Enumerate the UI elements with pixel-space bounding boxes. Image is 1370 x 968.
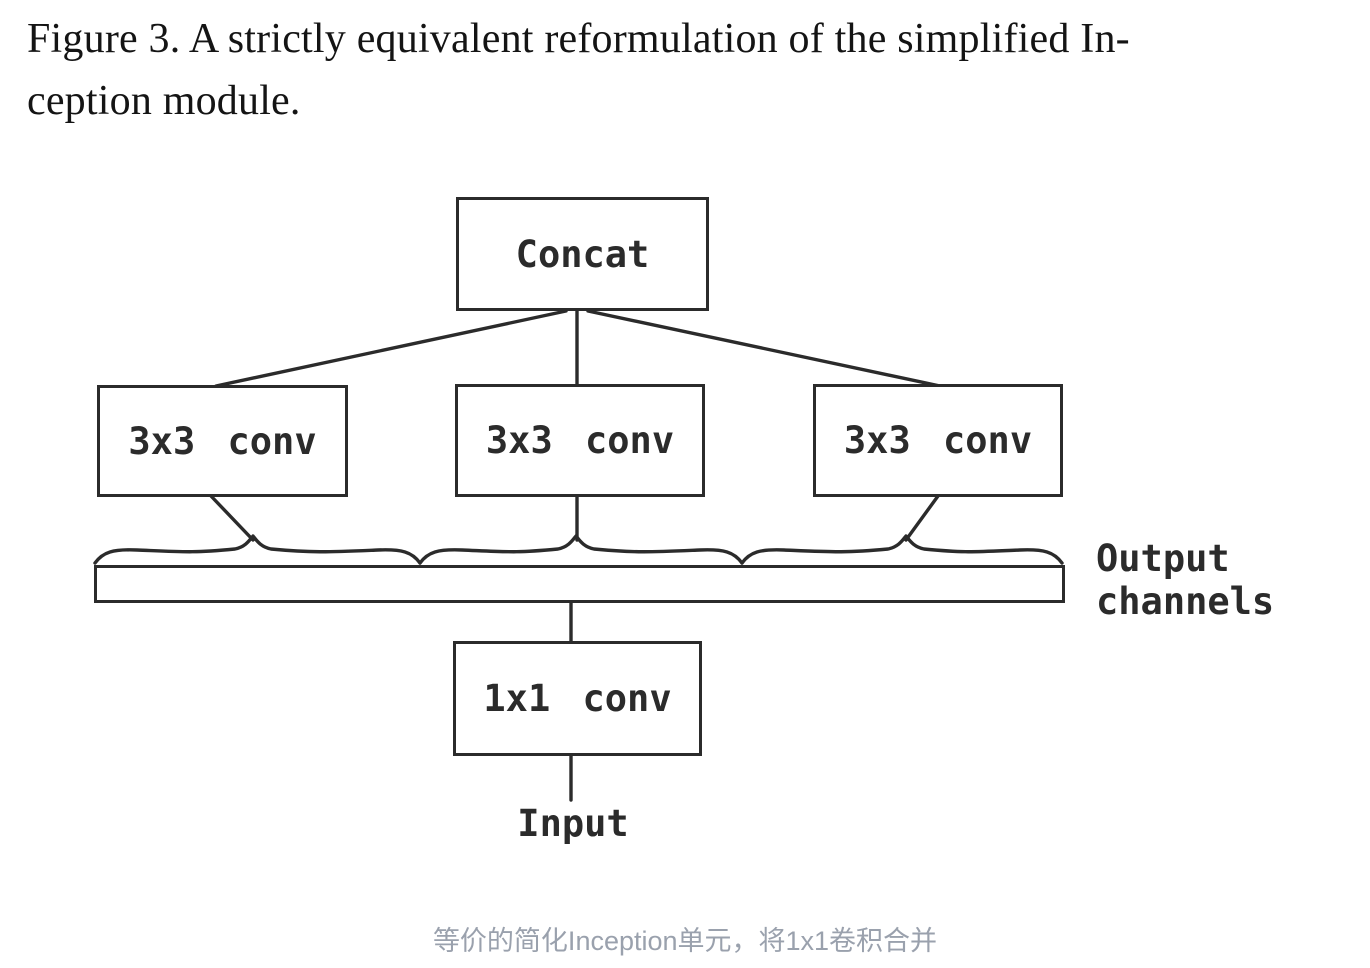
output-channels-label: Output channels bbox=[1096, 537, 1274, 623]
figure-caption-line-2: ception module. bbox=[27, 78, 301, 124]
edge-concat-to-right-conv bbox=[586, 309, 942, 388]
brace-right-segment bbox=[740, 534, 1064, 565]
conv3x3-node-left-label: 3x3 conv bbox=[128, 419, 317, 463]
figure-caption: Figure 3. A strictly equivalent reformul… bbox=[27, 8, 1362, 132]
concat-node-label: Concat bbox=[515, 232, 650, 276]
conv3x3-node-left: 3x3 conv bbox=[97, 385, 348, 497]
input-label: Input bbox=[517, 802, 629, 845]
output-channels-bar bbox=[94, 565, 1065, 603]
output-channels-label-line-1: Output bbox=[1096, 537, 1230, 580]
edge-right-conv-to-brace bbox=[904, 494, 940, 542]
figure-caption-line-1: Figure 3. A strictly equivalent reformul… bbox=[27, 16, 1130, 62]
conv1x1-node-label: 1x1 conv bbox=[483, 677, 672, 720]
concat-node: Concat bbox=[456, 197, 709, 311]
footer-caption: 等价的简化Inception单元，将1x1卷积合并 bbox=[432, 926, 938, 956]
brace-mid-segment bbox=[418, 534, 744, 565]
output-channels-label-line-2: channels bbox=[1096, 580, 1275, 623]
conv3x3-node-middle: 3x3 conv bbox=[455, 384, 705, 497]
conv3x3-node-right-label: 3x3 conv bbox=[843, 419, 1033, 462]
conv1x1-node: 1x1 conv bbox=[453, 641, 702, 756]
edge-concat-to-left-conv bbox=[214, 309, 568, 388]
edge-left-conv-to-brace bbox=[209, 494, 255, 542]
brace-left-segment bbox=[93, 534, 422, 565]
conv3x3-node-middle-label: 3x3 conv bbox=[485, 419, 675, 462]
conv3x3-node-right: 3x3 conv bbox=[813, 384, 1063, 497]
